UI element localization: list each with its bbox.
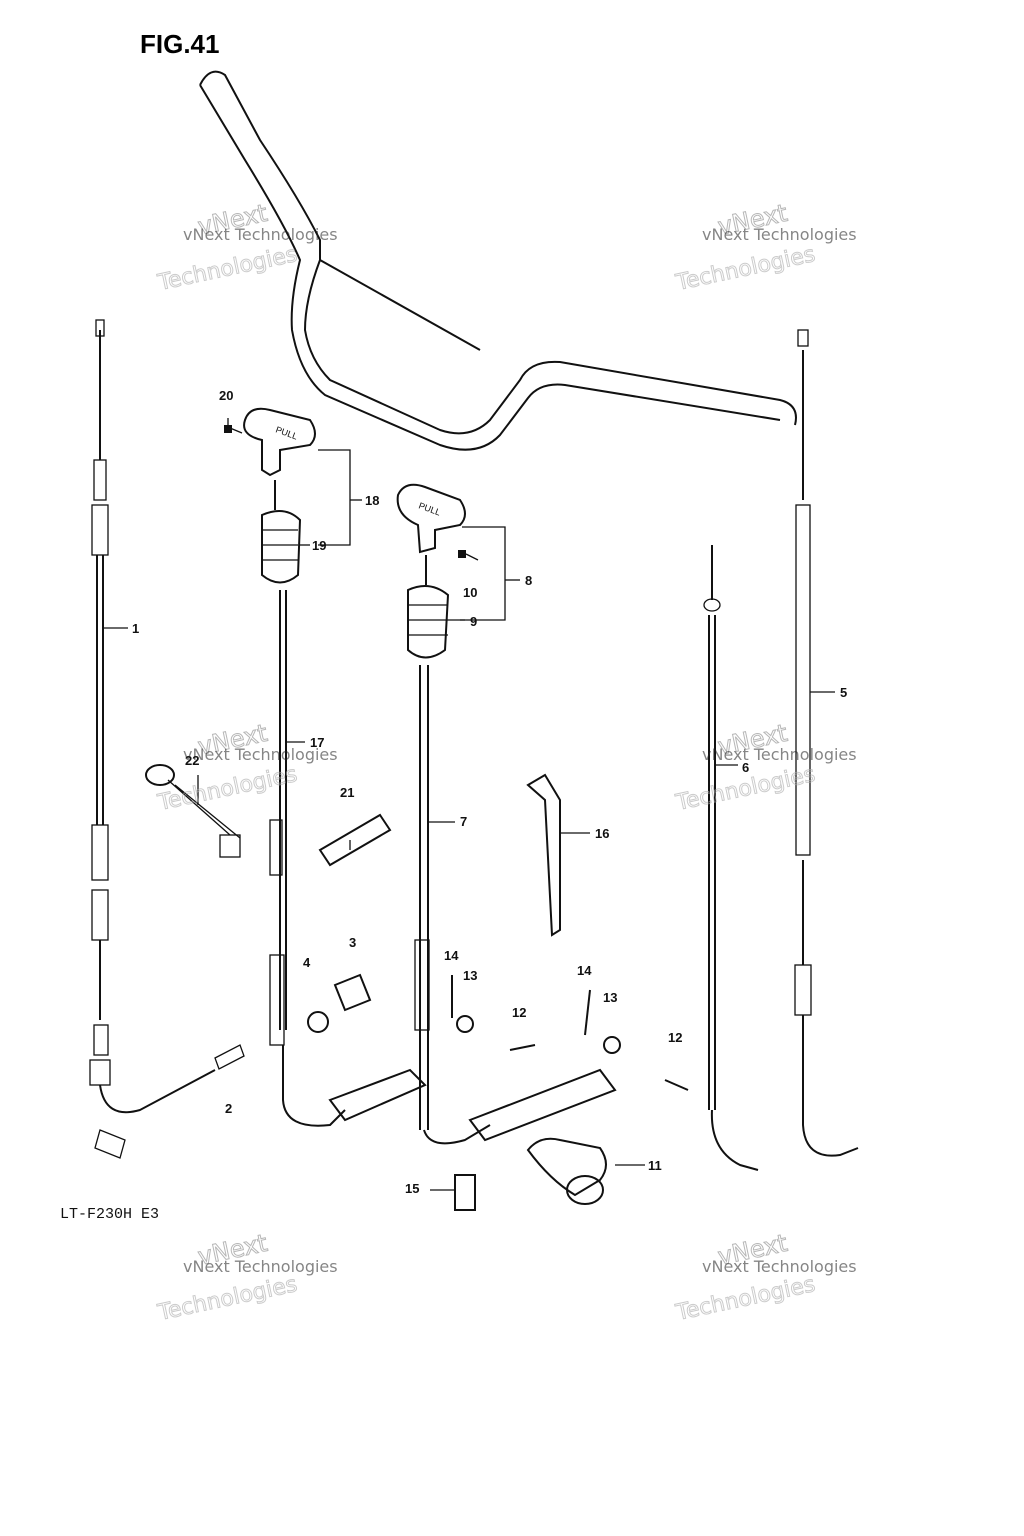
watermark-bottom-right: vNext vNext Technologies Technologies <box>673 1228 857 1326</box>
throttle-tag-text: PULL <box>417 500 442 517</box>
label-12-a: 12 <box>512 1005 526 1020</box>
leader-lines <box>103 418 835 1191</box>
watermark-text: vNext Technologies <box>183 745 338 764</box>
watermark-text: vNext Technologies <box>183 1257 338 1276</box>
watermark-text: vNext Technologies <box>183 225 338 244</box>
label-14-b: 14 <box>577 963 592 978</box>
label-3: 3 <box>349 935 356 950</box>
label-1: 1 <box>132 621 139 636</box>
label-14-a: 14 <box>444 948 459 963</box>
label-6: 6 <box>742 760 749 775</box>
label-5: 5 <box>840 685 847 700</box>
spring-2 <box>214 1044 245 1070</box>
label-10: 10 <box>463 585 477 600</box>
choke-tag-text: PULL <box>274 424 299 441</box>
cable-5 <box>794 329 859 1157</box>
label-9: 9 <box>470 614 477 629</box>
plate-21 <box>318 813 392 867</box>
part-labels: 1 2 3 4 5 6 7 8 9 10 11 12 12 13 13 14 1… <box>132 388 847 1196</box>
watermark-word: Technologies <box>155 1272 299 1326</box>
watermark-bottom-left: vNext vNext Technologies Technologies <box>155 1228 338 1326</box>
cable-1 <box>89 319 216 1159</box>
label-13-b: 13 <box>603 990 617 1005</box>
watermark-text: vNext Technologies <box>702 225 857 244</box>
label-20: 20 <box>219 388 233 403</box>
label-17: 17 <box>310 735 324 750</box>
label-15: 15 <box>405 1181 419 1196</box>
watermark-top-left: vNext vNext Technologies Technologies <box>155 198 338 296</box>
label-12-b: 12 <box>668 1030 682 1045</box>
label-16: 16 <box>595 826 609 841</box>
watermark-word: Technologies <box>155 762 299 816</box>
watermark-mid-right: vNext vNext Technologies Technologies <box>673 718 857 816</box>
watermark-top-right: vNext vNext Technologies Technologies <box>673 198 857 296</box>
label-22: 22 <box>185 753 199 768</box>
throttle-knob-assembly: PULL <box>396 483 617 1145</box>
watermark-word: Technologies <box>155 242 299 296</box>
label-21: 21 <box>340 785 354 800</box>
label-19: 19 <box>312 538 326 553</box>
watermark-word: Technologies <box>673 242 817 296</box>
watermark-word: Technologies <box>673 1272 817 1326</box>
label-4: 4 <box>303 955 311 970</box>
label-7: 7 <box>460 814 467 829</box>
watermark-text: vNext Technologies <box>702 745 857 764</box>
label-11: 11 <box>648 1158 662 1173</box>
bracket-11 <box>526 1137 607 1205</box>
clamp-15 <box>454 1174 476 1211</box>
clip-22 <box>145 764 241 858</box>
cable-6 <box>703 545 759 1171</box>
watermark-text: vNext Technologies <box>702 1257 857 1276</box>
model-code: LT-F230H E3 <box>60 1206 159 1223</box>
label-2: 2 <box>225 1101 232 1116</box>
label-8: 8 <box>525 573 532 588</box>
label-13-a: 13 <box>463 968 477 983</box>
choke-knob-assembly: PULL <box>224 407 427 1127</box>
watermark-mid-left: vNext vNext Technologies Technologies <box>155 718 338 816</box>
label-18: 18 <box>365 493 379 508</box>
handlebar <box>199 70 797 451</box>
switch-16 <box>526 773 561 937</box>
figure-title: FIG.41 <box>140 29 219 59</box>
fasteners-12-13-14 <box>451 975 689 1091</box>
small-parts-3-4 <box>307 973 372 1033</box>
